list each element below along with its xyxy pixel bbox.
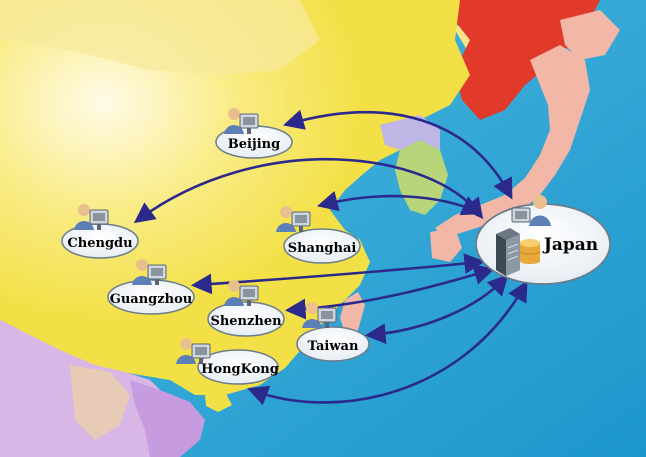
russia-red-region xyxy=(445,0,600,120)
city-label: Taiwan xyxy=(308,339,359,354)
link-shanghai xyxy=(316,191,483,216)
city-label: Shenzhen xyxy=(210,314,282,329)
mongolia-region xyxy=(0,0,320,75)
node-shenzhen[interactable]: Shenzhen xyxy=(207,280,285,337)
user-icon xyxy=(132,259,167,285)
node-taiwan[interactable]: Taiwan xyxy=(296,302,370,362)
city-label: Shanghai xyxy=(288,241,357,256)
node-shanghai[interactable]: Shanghai xyxy=(276,206,361,264)
city-label: Guangzhou xyxy=(110,292,192,307)
city-label: Chengdu xyxy=(67,236,132,251)
user-icon xyxy=(276,206,311,232)
city-label: Beijing xyxy=(228,137,280,152)
vietnam-region xyxy=(130,380,205,457)
city-oval xyxy=(283,228,361,264)
hainan-island xyxy=(205,392,232,412)
user-icon xyxy=(74,204,109,230)
laos-region xyxy=(70,365,130,440)
node-chengdu[interactable]: Chengdu xyxy=(61,204,139,259)
node-guangzhou[interactable]: Guangzhou xyxy=(107,259,195,315)
node-beijing[interactable]: Beijing xyxy=(215,108,293,159)
user-icon xyxy=(302,302,337,328)
user-icon xyxy=(511,195,551,226)
node-hongkong[interactable]: HongKong xyxy=(176,338,279,385)
node-japan-hub[interactable]: Japan xyxy=(475,195,611,285)
network-links xyxy=(133,109,528,406)
city-oval xyxy=(207,301,285,337)
city-oval xyxy=(107,279,195,315)
user-icon xyxy=(224,108,259,134)
user-icon xyxy=(176,338,211,364)
japan-islands xyxy=(435,45,590,238)
city-oval xyxy=(197,349,279,385)
link-hongkong xyxy=(247,280,528,406)
user-icon xyxy=(224,280,259,306)
link-beijing xyxy=(282,109,513,200)
server-icon xyxy=(496,228,520,276)
database-icon xyxy=(519,239,541,264)
hub-label: Japan xyxy=(542,235,598,255)
city-label: HongKong xyxy=(201,362,279,377)
hokkaido xyxy=(560,10,620,60)
city-oval xyxy=(296,326,370,362)
